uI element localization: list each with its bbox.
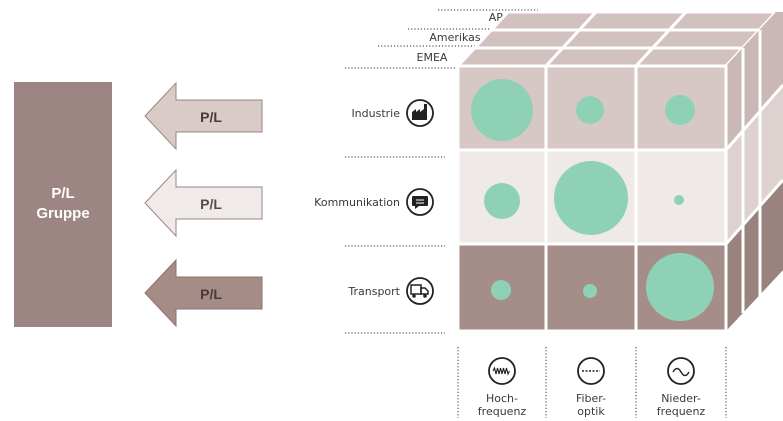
- pl-arrow-transport: P/L: [144, 258, 263, 328]
- chat-bubble-icon: [406, 188, 434, 216]
- bubble-transport-niederfrequenz: [646, 253, 714, 321]
- cube-side-face: [724, 12, 783, 331]
- factory-icon: [406, 99, 434, 127]
- high-frequency-wave-icon: [488, 357, 516, 385]
- low-frequency-wave-icon: [667, 357, 695, 385]
- bubble-kommunikation-hochfrequenz: [484, 183, 520, 219]
- bubbles: [471, 79, 714, 321]
- segment-industrie: Industrie: [351, 107, 400, 120]
- technology-labels: Hoch- frequenz Fiber- optik Nieder- freq…: [457, 347, 727, 418]
- tech-fiberoptik-line2: optik: [577, 405, 605, 418]
- segment-kommunikation: Kommunikation: [314, 196, 400, 209]
- bubble-transport-fiberoptik: [583, 284, 597, 298]
- tech-hochfrequenz-line2: frequenz: [478, 405, 527, 418]
- bubble-kommunikation-fiberoptik: [554, 161, 628, 235]
- pl-arrow-label: P/L: [200, 286, 222, 302]
- pl-arrow-label: P/L: [200, 196, 222, 212]
- pl-arrow-kommunikation: P/L: [144, 168, 263, 238]
- fiber-dashed-line-icon: [577, 357, 605, 385]
- tech-hochfrequenz-line1: Hoch-: [486, 392, 518, 405]
- tech-niederfrequenz-line2: frequenz: [657, 405, 706, 418]
- bubble-transport-hochfrequenz: [491, 280, 511, 300]
- cube-top-face: [454, 10, 780, 68]
- segment-transport: Transport: [347, 285, 400, 298]
- pl-arrow-industrie: P/L: [144, 81, 263, 151]
- bubble-kommunikation-niederfrequenz: [674, 195, 684, 205]
- pl-arrow-label: P/L: [200, 109, 222, 125]
- region-emea: EMEA: [417, 51, 448, 64]
- bubble-industrie-hochfrequenz: [471, 79, 533, 141]
- pl-group-title: P/L: [51, 185, 74, 202]
- segment-labels: Industrie Kommunikation Transport: [314, 99, 445, 334]
- pl-group-box: P/L Gruppe: [14, 82, 112, 327]
- tech-niederfrequenz-line1: Nieder-: [661, 392, 701, 405]
- tech-fiberoptik-line1: Fiber-: [576, 392, 606, 405]
- pl-group-subtitle: Gruppe: [36, 205, 89, 222]
- bubble-industrie-niederfrequenz: [665, 95, 695, 125]
- truck-icon: [406, 277, 434, 305]
- cell-industrie-fiberoptik: [544, 64, 638, 152]
- bubble-industrie-fiberoptik: [576, 96, 604, 124]
- region-amerikas: Amerikas: [429, 31, 481, 44]
